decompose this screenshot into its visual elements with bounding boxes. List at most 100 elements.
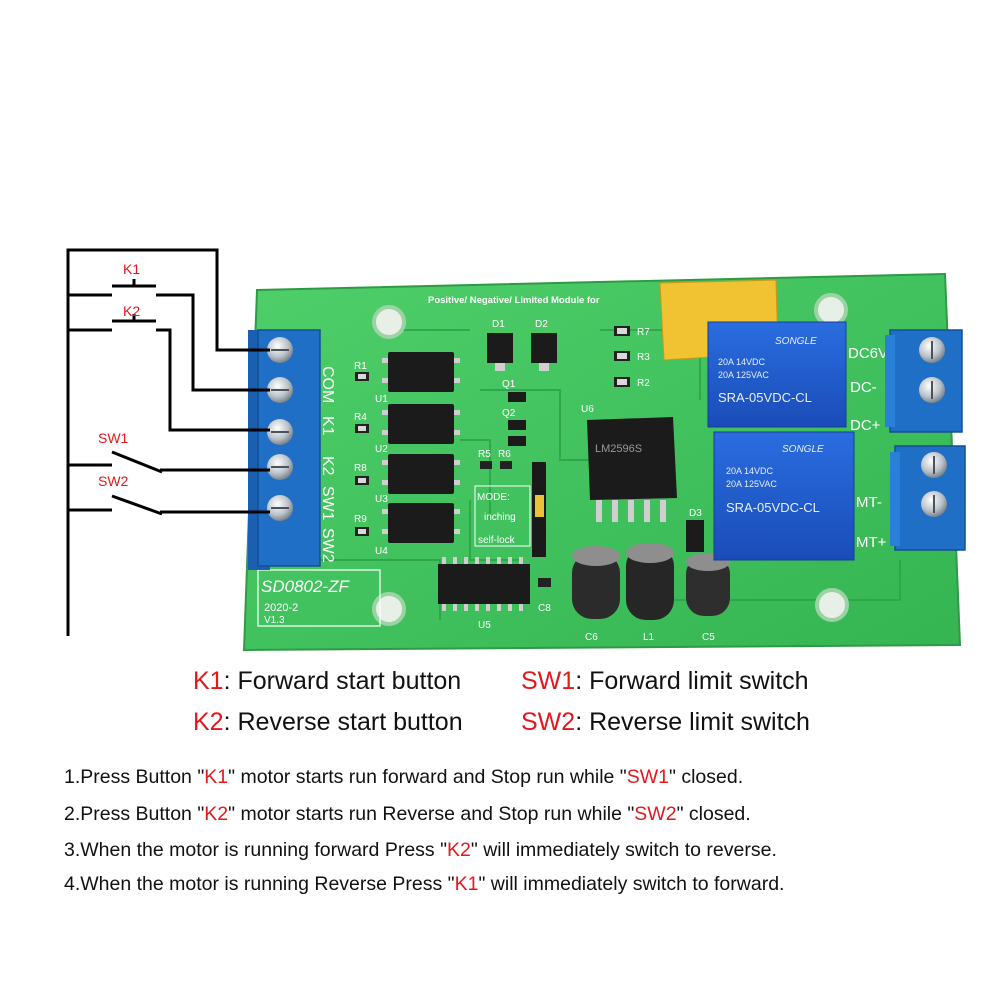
step-2-key: K2	[204, 803, 229, 825]
step-3-key: K2	[447, 839, 471, 861]
instruction-step-3: 3.When the motor is running forward Pres…	[64, 839, 777, 862]
wiring-diagram	[66, 248, 270, 636]
wiring-k2-label: K2	[123, 303, 140, 319]
mode-inching: inching	[484, 512, 516, 523]
relay-top: SONGLE 20A 14VDC 20A 125VAC SRA-05VDC-CL	[707, 321, 847, 428]
opto-u1: U1	[375, 394, 388, 405]
terminal-label-com: COM	[319, 366, 336, 403]
relay-bottom: SONGLE 20A 14VDC 20A 125VAC SRA-05VDC-CL	[713, 431, 855, 561]
resistor-r8: R8	[354, 463, 367, 474]
terminal-label-k2: K2	[319, 456, 336, 476]
instruction-step-2: 2.Press Button "K2" motor starts run Rev…	[64, 803, 751, 826]
capacitors: C6 C5 C8 L1	[538, 543, 730, 643]
wire-sw1	[68, 463, 270, 472]
legend-k2: K2: Reverse start button	[193, 708, 463, 737]
logic-ref: U5	[478, 620, 491, 631]
resistor-r3: R3	[637, 352, 650, 363]
capacitor-c6: C6	[585, 632, 598, 643]
legend-k2-key: K2	[193, 708, 224, 736]
wiring-k1-label: K1	[123, 261, 140, 277]
legend-k1: K1: Forward start button	[193, 667, 461, 696]
sw2-switch-symbol	[111, 494, 163, 516]
terminal-screw	[267, 337, 293, 521]
resistor-r9: R9	[354, 514, 367, 525]
relay-bottom-rating-1: 20A 14VDC	[726, 466, 774, 476]
step-1-text-c: " closed.	[668, 766, 744, 788]
step-1-text-b: " motor starts run forward and Stop run …	[228, 766, 627, 788]
right-terminal-block-motor	[890, 445, 966, 551]
logic-ic-u5: U5	[438, 557, 530, 631]
resistor-r2: R2	[637, 378, 650, 389]
legend-sw2-key: SW2	[521, 708, 576, 736]
opto-u3: U3	[375, 494, 388, 505]
legend-k2-text: : Reverse start button	[223, 708, 463, 736]
legend-sw2: SW2: Reverse limit switch	[521, 708, 810, 737]
step-2-key2: SW2	[634, 803, 677, 825]
legend-sw1-text: : Forward limit switch	[575, 667, 809, 695]
regulator-u6: U6 LM2596S	[581, 404, 677, 522]
step-4-text-a: 4.When the motor is running Reverse Pres…	[64, 873, 455, 895]
opto-u4: U4	[375, 546, 388, 557]
legend-k1-text: : Forward start button	[223, 667, 462, 695]
relay-top-model: SRA-05VDC-CL	[718, 390, 812, 405]
board-version: V1.3	[264, 615, 285, 626]
transistors: Q1 Q2	[502, 379, 526, 446]
label-dc-minus: DC-	[850, 379, 877, 396]
diodes-top: D1 D2	[487, 319, 557, 371]
wiring-sw2-label: SW2	[98, 473, 129, 489]
resistor-r6: R6	[498, 449, 511, 460]
resistor-r1: R1	[354, 361, 367, 372]
transistor-q2: Q2	[502, 408, 516, 419]
step-1-text-a: 1.Press Button "	[64, 766, 205, 788]
regulator-ref: U6	[581, 404, 594, 415]
label-dc-plus: DC+	[850, 417, 881, 434]
relay-bottom-model: SRA-05VDC-CL	[726, 500, 820, 515]
diode-d2: D2	[535, 319, 548, 330]
step-1-key2: SW1	[626, 766, 669, 788]
relay-bottom-rating-2: 20A 125VAC	[726, 479, 777, 489]
resistor-r7: R7	[637, 327, 650, 338]
terminal-label-k1: K1	[319, 416, 336, 436]
optocouplers: U1 U2 U3 U4	[375, 352, 460, 557]
relay-top-rating-1: 20A 14VDC	[718, 357, 766, 367]
step-3-text-b: " will immediately switch to reverse.	[470, 839, 777, 861]
step-3-text-a: 3.When the motor is running forward Pres…	[64, 839, 448, 861]
relay-top-rating-2: 20A 125VAC	[718, 370, 769, 380]
step-4-key: K1	[454, 873, 479, 895]
step-4-text-b: " will immediately switch to forward.	[478, 873, 785, 895]
regulator-marking: LM2596S	[595, 443, 642, 455]
step-2-text-a: 2.Press Button "	[64, 803, 205, 825]
terminal-label-sw2: SW2	[319, 528, 336, 563]
label-mt-minus: MT-	[856, 494, 882, 511]
mode-label: MODE:	[477, 492, 510, 503]
diode-d3-group: D3	[686, 508, 704, 552]
board-model: SD0802-ZF	[261, 577, 350, 596]
left-terminal-block	[248, 329, 321, 570]
resistors-top-right: R7 R3 R2	[614, 326, 650, 389]
right-terminal-block-power	[885, 329, 963, 433]
wire-com	[66, 248, 270, 636]
inductor-l1: L1	[643, 632, 655, 643]
label-mt-plus: MT+	[856, 534, 887, 551]
step-2-text-c: " closed.	[676, 803, 751, 825]
transistor-q1: Q1	[502, 379, 516, 390]
instruction-step-1: 1.Press Button "K1" motor starts run for…	[64, 766, 743, 789]
board-date: 2020-2	[264, 602, 298, 614]
wire-sw2	[68, 508, 270, 514]
capacitor-c8: C8	[538, 603, 551, 614]
label-dc6v: DC6V	[848, 345, 888, 362]
legend-sw1-key: SW1	[521, 667, 576, 695]
terminal-label-sw1: SW1	[319, 486, 336, 521]
power-labels: DC6V DC- DC+ MT- MT+	[848, 345, 888, 551]
k1-button-symbol	[112, 279, 156, 288]
terminal-labels: COM K1 K2 SW1 SW2	[319, 366, 336, 563]
wire-k2	[68, 328, 270, 432]
step-1-key: K1	[204, 766, 229, 788]
relay-bottom-brand: SONGLE	[782, 444, 824, 455]
capacitor-c5: C5	[702, 632, 715, 643]
legend-sw1: SW1: Forward limit switch	[521, 667, 809, 696]
resistors-left: R1 R4 R8 R9	[354, 361, 369, 536]
pcb-board: Positive/ Negative/ Limited Module for S…	[242, 272, 962, 652]
resistor-r5: R5	[478, 449, 491, 460]
